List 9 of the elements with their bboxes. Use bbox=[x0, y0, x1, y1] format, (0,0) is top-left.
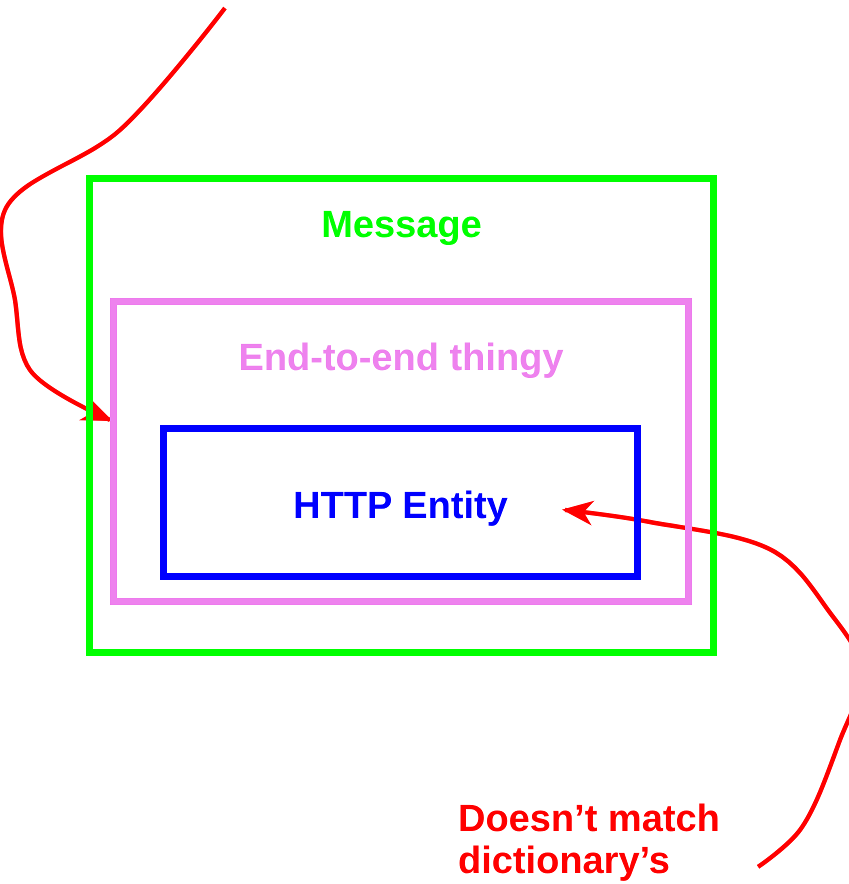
nested-box bbox=[86, 175, 717, 656]
curved-arrow bbox=[562, 500, 849, 869]
box-title: HTTP Entity bbox=[292, 485, 509, 528]
box-title: Message bbox=[320, 204, 483, 247]
box-title: End-to-end thingy bbox=[237, 337, 565, 380]
nested-box bbox=[160, 425, 641, 580]
note-text: Doesn’t match dictionary’s bbox=[458, 798, 758, 882]
nested-box bbox=[110, 298, 692, 605]
curved-arrow bbox=[0, 6, 227, 422]
